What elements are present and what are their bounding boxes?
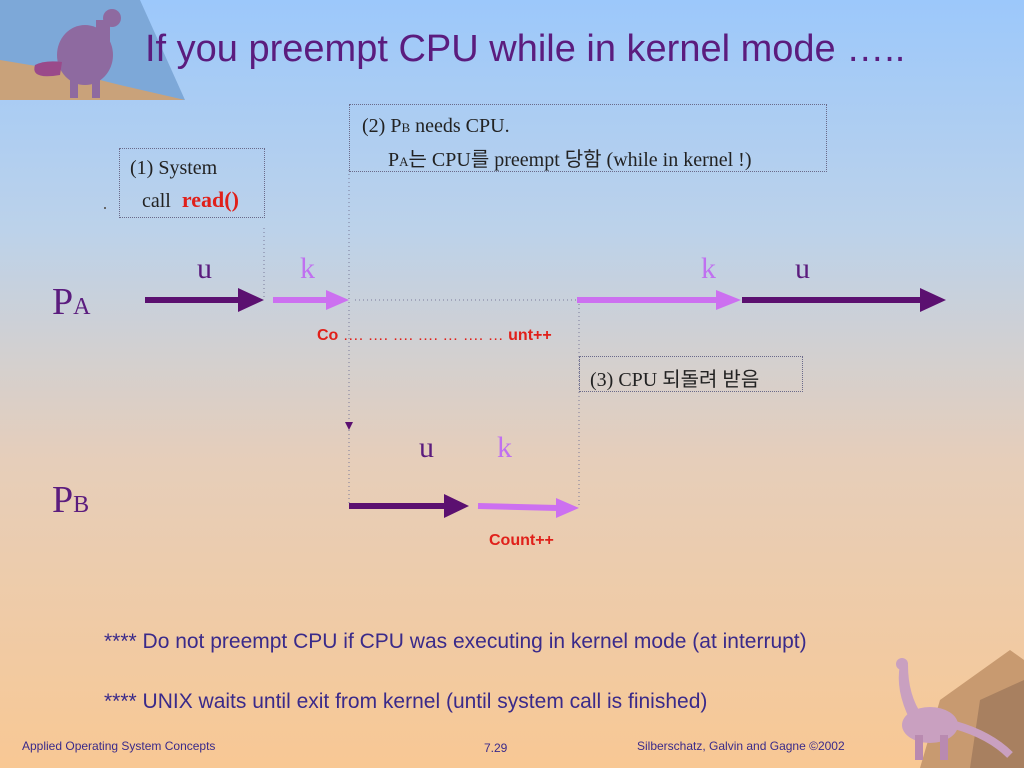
footer-authors: Silberschatz, Galvin and Gagne ©2002 [637,739,845,753]
pa-kernel-arrow-1 [273,290,349,310]
read-call-text: read() [181,187,239,212]
count-dots-text: …. …. …. …. … …. … [342,327,504,344]
pa-user-label-1: u [197,252,212,285]
pa-count-line: Co …. …. …. …. … …. … unt++ [317,327,552,345]
preempt-guide-arrowhead [345,422,353,430]
box2-line2-suffix: 는 CPU를 preempt 당함 (while in kernel !) [408,149,752,171]
pb-needs-cpu-box: (2) PB needs CPU. PA는 CPU를 preempt 당함 (w… [349,104,827,172]
pa-user-arrow-2 [742,288,946,312]
pa-kernel-arrow-2 [577,290,741,310]
count-start-text: Co [317,327,339,344]
pa-user-arrow-1 [145,288,264,312]
pb-user-arrow [349,494,469,518]
call-text: call [142,190,171,212]
pb-needs-cpu-line: (2) PB needs CPU. [362,115,510,138]
note-1: **** Do not preempt CPU if CPU was execu… [104,630,807,653]
count-end-text: unt++ [508,327,552,344]
pb-kernel-arrow [477,498,579,518]
pb-kernel-label: k [497,431,512,464]
cpu-returned-box: (3) CPU 되돌려 받음 [579,356,803,392]
dinosaur-logo-bottom-right [896,650,1024,768]
slide-title: If you preempt CPU while in kernel mode … [145,28,906,70]
process-a-label: PA [52,280,90,324]
pa-kernel-label-1: k [300,252,315,285]
stray-dot [104,207,106,209]
footer-course: Applied Operating System Concepts [22,739,216,753]
box2-line2-prefix: P [388,149,400,171]
pb-letter: P [52,479,74,521]
box2-line1-sub: B [401,120,411,135]
note-2: **** UNIX waits until exit from kernel (… [104,690,708,713]
pb-count-text: Count++ [489,532,554,549]
system-call-line2: call read() [142,187,239,213]
box2-line2-sub: A [399,154,409,169]
pa-letter: P [52,281,74,323]
footer-page-number: 7.29 [484,741,508,755]
pb-subscript: B [73,492,90,518]
pa-subscript: A [73,294,91,320]
pb-user-label: u [419,431,434,464]
box2-line1-suffix: needs CPU. [410,115,510,137]
cpu-returned-text: (3) CPU 되돌려 받음 [590,369,760,391]
pa-preempted-line: PA는 CPU를 preempt 당함 (while in kernel !) [388,143,752,172]
system-call-line1: (1) System [130,157,218,179]
pa-kernel-label-2: k [701,252,716,285]
box2-line1-prefix: (2) P [362,115,402,137]
dinosaur-logo-top-left [0,0,185,100]
system-call-box: (1) System call read() [119,148,265,218]
pa-user-label-2: u [795,252,810,285]
process-b-label: PB [52,478,89,522]
